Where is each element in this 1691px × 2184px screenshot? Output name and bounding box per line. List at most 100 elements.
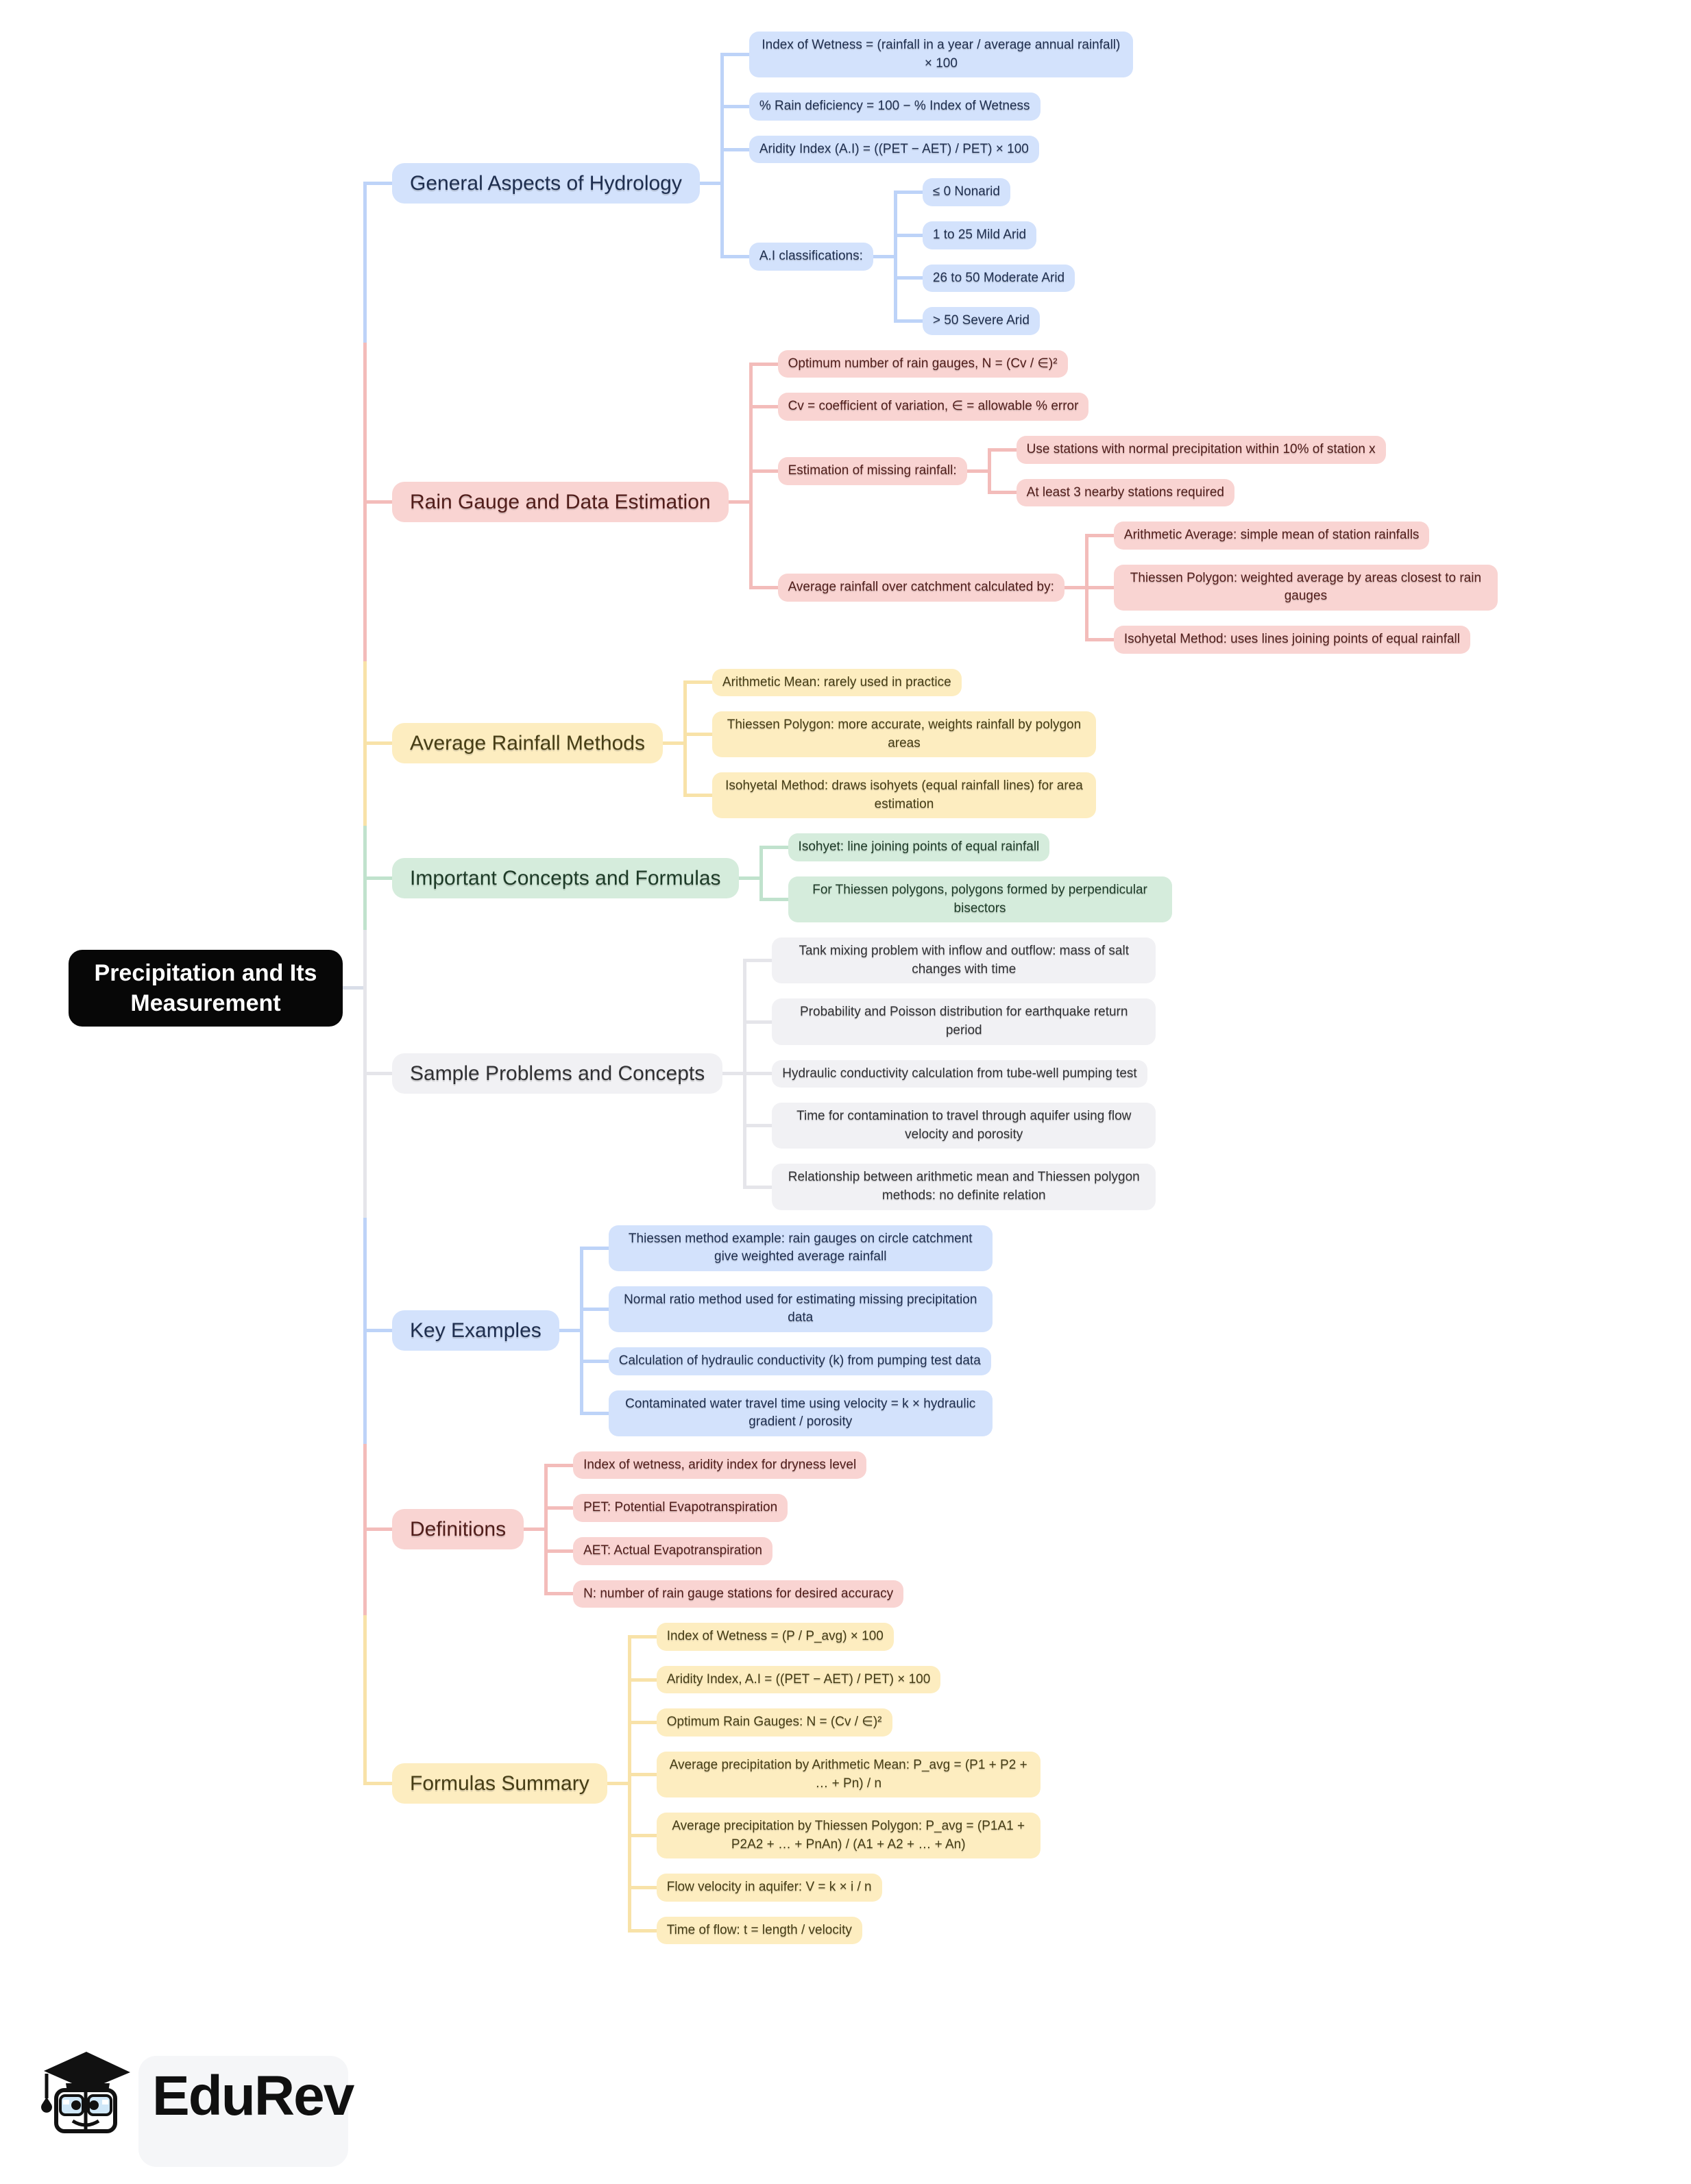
tree-kid: ≤ 0 Nonarid (893, 178, 1075, 214)
subtree: Time for contamination to travel through… (772, 1103, 1156, 1149)
tree-kid: Optimum Rain Gauges: N = (Cv / ∈)² (627, 1701, 1041, 1744)
tree-kid: Average precipitation by Thiessen Polygo… (627, 1805, 1041, 1867)
map-node-probability-and-poisson-distribution-for: Probability and Poisson distribution for… (772, 998, 1156, 1045)
map-node-index-of-wetness-aridity-index-for-dryne: Index of wetness, aridity index for dryn… (573, 1451, 867, 1480)
subtree: Probability and Poisson distribution for… (772, 998, 1156, 1045)
map-node-aet-actual-evapotranspiration: AET: Actual Evapotranspiration (573, 1536, 772, 1565)
map-node-average-rainfall-over-catchment-calculat: Average rainfall over catchment calculat… (777, 574, 1065, 602)
children-column: Optimum number of rain gauges, N = (Cv /… (749, 349, 1498, 654)
map-node-thiessen-polygon-weighted-average-by-are: Thiessen Polygon: weighted average by ar… (1113, 564, 1498, 611)
branch-node-sample-problems-and-concepts: Sample Problems and Concepts (392, 1053, 723, 1094)
connector-line (607, 1782, 628, 1786)
tree-kid: Sample Problems and Concepts Tank mixing … (363, 930, 1498, 1218)
tree-kid: 1 to 25 Mild Arid (893, 214, 1075, 257)
subtree: Time of flow: t = length / velocity (656, 1916, 1041, 1945)
children-column: Index of wetness, aridity index for dryn… (544, 1451, 904, 1608)
tree-kid: Tank mixing problem with inflow and outf… (743, 937, 1156, 992)
map-node-average-precipitation-by-arithmetic-mean: Average precipitation by Arithmetic Mean… (656, 1751, 1041, 1798)
tree-kid: Aridity Index, A.I = ((PET − AET) / PET)… (627, 1658, 1041, 1701)
connector-line (699, 181, 720, 185)
map-node-aridity-index-a-i-pet-aet-pet-100: Aridity Index, A.I = ((PET − AET) / PET)… (656, 1665, 941, 1694)
subtree: % Rain deficiency = 100 − % Index of Wet… (749, 93, 1133, 121)
tree-kid: Hydraulic conductivity calculation from … (743, 1052, 1156, 1095)
connector-line (873, 255, 894, 259)
subtree: Thiessen Polygon: weighted average by ar… (1113, 564, 1498, 611)
subtree: Flow velocity in aquifer: V = k × i / n (656, 1874, 1041, 1902)
tree-kid: Thiessen Polygon: more accurate, weights… (683, 704, 1096, 765)
subtree: Estimation of missing rainfall:Use stati… (777, 435, 1498, 507)
map-node-a-i-classifications: A.I classifications: (749, 243, 873, 271)
map-node-0-nonarid: ≤ 0 Nonarid (922, 178, 1010, 206)
map-node-time-of-flow-t-length-velocity: Time of flow: t = length / velocity (656, 1916, 862, 1945)
map-node-1-to-25-mild-arid: 1 to 25 Mild Arid (922, 221, 1037, 249)
subtree: Optimum Rain Gauges: N = (Cv / ∈)² (656, 1708, 1041, 1737)
tree-kid: Thiessen Polygon: weighted average by ar… (1084, 556, 1498, 619)
subtree: Average rainfall over catchment calculat… (777, 522, 1498, 654)
subtree: Relationship between arithmetic mean and… (772, 1164, 1156, 1210)
subtree: 1 to 25 Mild Arid (922, 221, 1075, 249)
map-node-for-thiessen-polygons-polygons-formed-by: For Thiessen polygons, polygons formed b… (788, 876, 1172, 923)
tree-kid: Isohyetal Method: uses lines joining poi… (1084, 618, 1498, 654)
subtree: Hydraulic conductivity calculation from … (772, 1059, 1156, 1088)
map-node-arithmetic-average-simple-mean-of-statio: Arithmetic Average: simple mean of stati… (1113, 522, 1430, 550)
map-node-arithmetic-mean-rarely-used-in-practice: Arithmetic Mean: rarely used in practice (711, 668, 962, 697)
tree-kid: Estimation of missing rainfall:Use stati… (749, 428, 1498, 515)
map-node-relationship-between-arithmetic-mean-and: Relationship between arithmetic mean and… (772, 1164, 1156, 1210)
subtree: Cv = coefficient of variation, ∈ = allow… (777, 393, 1498, 421)
subtree: Thiessen Polygon: more accurate, weights… (711, 711, 1096, 758)
connector-line (559, 1329, 580, 1333)
tree-kid: Aridity Index (A.I) = ((PET − AET) / PET… (720, 127, 1133, 171)
tree-kid: Use stations with normal precipitation w… (987, 435, 1386, 471)
tree-kid: Arithmetic Mean: rarely used in practice (683, 668, 1096, 704)
map-node-aridity-index-a-i-pet-aet-pet-100: Aridity Index (A.I) = ((PET − AET) / PET… (749, 135, 1039, 164)
subtree: > 50 Severe Arid (922, 307, 1075, 335)
children-column: Arithmetic Mean: rarely used in practice… (683, 668, 1096, 819)
subtree: Calculation of hydraulic conductivity (k… (608, 1347, 993, 1375)
map-node-use-stations-with-normal-precipitation-w: Use stations with normal precipitation w… (1016, 435, 1386, 464)
map-node-average-precipitation-by-thiessen-polygo: Average precipitation by Thiessen Polygo… (656, 1813, 1041, 1859)
tree-kid: Index of wetness, aridity index for dryn… (544, 1451, 903, 1486)
map-node-flow-velocity-in-aquifer-v-k-i-n: Flow velocity in aquifer: V = k × i / n (656, 1874, 882, 1902)
subtree: Use stations with normal precipitation w… (1016, 435, 1386, 464)
children-column: Tank mixing problem with inflow and outf… (743, 937, 1156, 1210)
tree-kid: Cv = coefficient of variation, ∈ = allow… (749, 385, 1498, 428)
subtree: Arithmetic Average: simple mean of stati… (1113, 522, 1498, 550)
subtree: Index of wetness, aridity index for dryn… (573, 1451, 903, 1480)
map-node-thiessen-method-example-rain-gauges-on-c: Thiessen method example: rain gauges on … (608, 1225, 993, 1271)
subtree: Isohyetal Method: draws isohyets (equal … (711, 772, 1096, 819)
branch-node-formulas-summary: Formulas Summary (392, 1763, 607, 1804)
subtree: AET: Actual Evapotranspiration (573, 1536, 903, 1565)
subtree: Average precipitation by Thiessen Polygo… (656, 1813, 1041, 1859)
connector-line (722, 1072, 744, 1076)
subtree: Aridity Index, A.I = ((PET − AET) / PET)… (656, 1665, 1041, 1694)
connector-line (524, 1527, 545, 1532)
tree-kid: Index of Wetness = (P / P_avg) × 100 (627, 1623, 1041, 1658)
subtree: Aridity Index (A.I) = ((PET − AET) / PET… (749, 135, 1133, 164)
subtree: Isohyet: line joining points of equal ra… (788, 833, 1172, 862)
tree-kid: Arithmetic Average: simple mean of stati… (1084, 522, 1498, 557)
subtree: Tank mixing problem with inflow and outf… (772, 937, 1156, 984)
tree-kid: Normal ratio method used for estimating … (579, 1278, 993, 1340)
map-node-isohyetal-method-uses-lines-joining-poin: Isohyetal Method: uses lines joining poi… (1113, 625, 1470, 654)
tree-kid: N: number of rain gauge stations for des… (544, 1572, 904, 1608)
subtree: PET: Potential Evapotranspiration (573, 1494, 903, 1522)
tree-kid: AET: Actual Evapotranspiration (544, 1530, 903, 1573)
map-node-pet-potential-evapotranspiration: PET: Potential Evapotranspiration (573, 1494, 788, 1522)
subtree: Optimum number of rain gauges, N = (Cv /… (777, 349, 1498, 378)
branch-node-general-aspects-of-hydrology: General Aspects of Hydrology (392, 162, 700, 204)
subtree: Index of Wetness = (P / P_avg) × 100 (656, 1623, 1041, 1651)
connector-line (738, 876, 759, 880)
subtree: Formulas Summary Index of Wetness = (P / … (392, 1623, 1498, 1945)
connector-line (966, 469, 988, 474)
tree-kid: Index of Wetness = (rainfall in a year /… (720, 32, 1133, 86)
tree-kid: Isohyetal Method: draws isohyets (equal … (683, 765, 1096, 819)
tree-kid: Contaminated water travel time using vel… (579, 1382, 993, 1436)
subtree: Sample Problems and Concepts Tank mixing … (392, 937, 1498, 1210)
map-node-rain-deficiency-100-index-of-wetness: % Rain deficiency = 100 − % Index of Wet… (749, 93, 1041, 121)
